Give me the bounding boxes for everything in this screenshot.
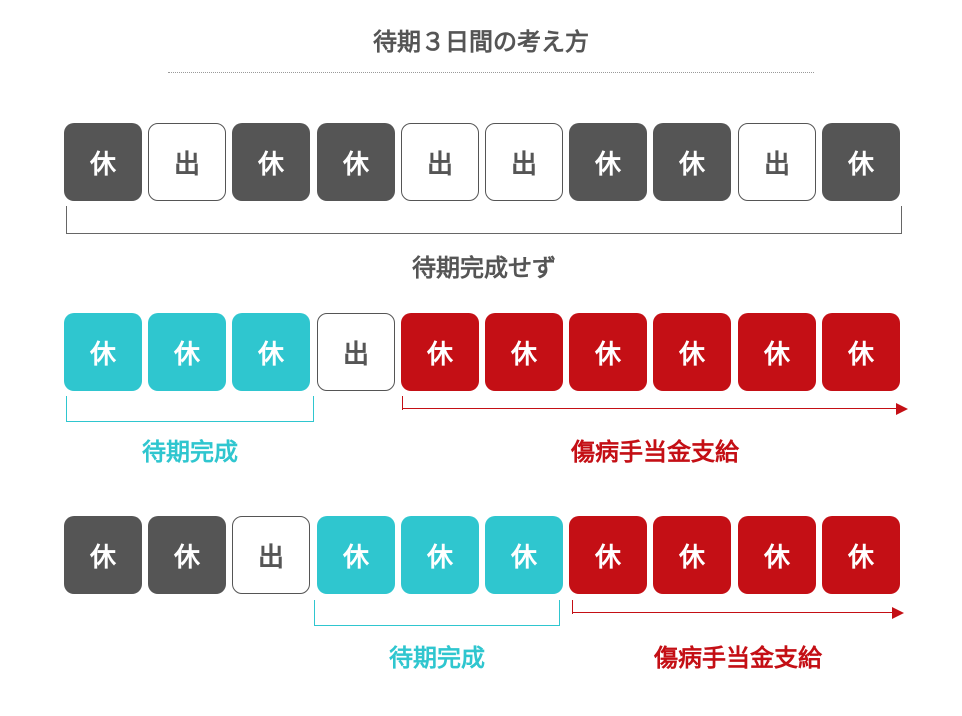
work-day-box: 出 [232,516,310,594]
bracket-waiting-complete-2 [66,396,314,422]
benefit-day-box: 休 [401,313,479,391]
rest-day-box: 休 [317,123,395,201]
rest-day-box: 休 [653,123,731,201]
work-day-box: 出 [317,313,395,391]
waiting-day-box: 休 [232,313,310,391]
benefit-day-box: 休 [738,516,816,594]
rest-day-box: 休 [822,123,900,201]
rest-day-box: 休 [64,516,142,594]
label-benefit-2: 傷病手当金支給 [571,438,739,466]
arrow-benefit-3 [572,600,904,619]
work-day-box: 出 [738,123,816,201]
waiting-day-box: 休 [485,516,563,594]
waiting-day-box: 休 [317,516,395,594]
rest-day-box: 休 [64,123,142,201]
rest-day-box: 休 [232,123,310,201]
work-day-box: 出 [401,123,479,201]
waiting-day-box: 休 [401,516,479,594]
benefit-day-box: 休 [485,313,563,391]
rest-day-box: 休 [569,123,647,201]
arrow-benefit-2 [402,396,908,415]
label-benefit-3: 傷病手当金支給 [654,644,822,672]
benefit-day-box: 休 [653,313,731,391]
benefit-day-box: 休 [569,313,647,391]
bracket-no-waiting [66,206,902,234]
work-day-box: 出 [485,123,563,201]
bracket-waiting-complete-3 [314,600,560,626]
label-waiting-complete-3: 待期完成 [389,644,485,672]
label-waiting-complete-2: 待期完成 [142,438,238,466]
benefit-day-box: 休 [569,516,647,594]
benefit-day-box: 休 [653,516,731,594]
work-day-box: 出 [148,123,226,201]
waiting-day-box: 休 [148,313,226,391]
title-divider [168,72,814,73]
diagram-title: 待期３日間の考え方 [373,28,589,56]
rest-day-box: 休 [148,516,226,594]
waiting-day-box: 休 [64,313,142,391]
benefit-day-box: 休 [738,313,816,391]
benefit-day-box: 休 [822,313,900,391]
benefit-day-box: 休 [822,516,900,594]
label-waiting-incomplete: 待期完成せず [412,254,556,282]
